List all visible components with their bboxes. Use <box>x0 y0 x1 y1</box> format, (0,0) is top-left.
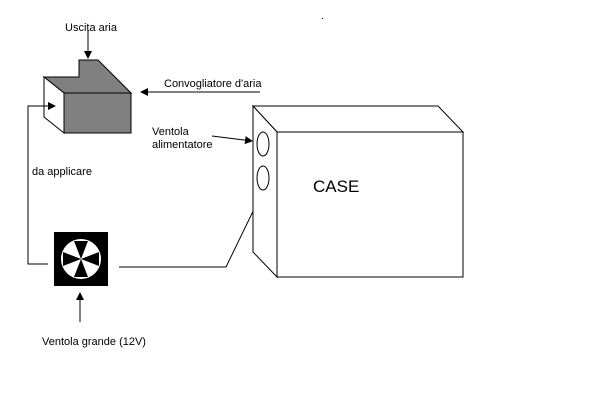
big-fan-label: Ventola grande (12V) <box>42 336 146 348</box>
psu-fan-hole <box>256 131 270 157</box>
air-outlet-label: Uscita aria <box>65 22 117 34</box>
big-fan-icon <box>54 232 108 286</box>
to-apply-label: da applicare <box>32 166 92 178</box>
psu-fan-hole <box>256 165 270 191</box>
air-duct <box>42 59 133 135</box>
pc-case <box>251 104 465 279</box>
airflow-line <box>119 198 260 268</box>
psu-fan-label-2: alimentatore <box>152 139 213 151</box>
dot <box>322 18 323 19</box>
psu-fan-label-1: Ventola <box>152 126 189 138</box>
psu-fan-arrow <box>211 135 253 145</box>
connection-path-left <box>27 102 56 265</box>
air-duct-label: Convogliatore d'aria <box>164 78 262 90</box>
case-label: CASE <box>313 177 360 196</box>
